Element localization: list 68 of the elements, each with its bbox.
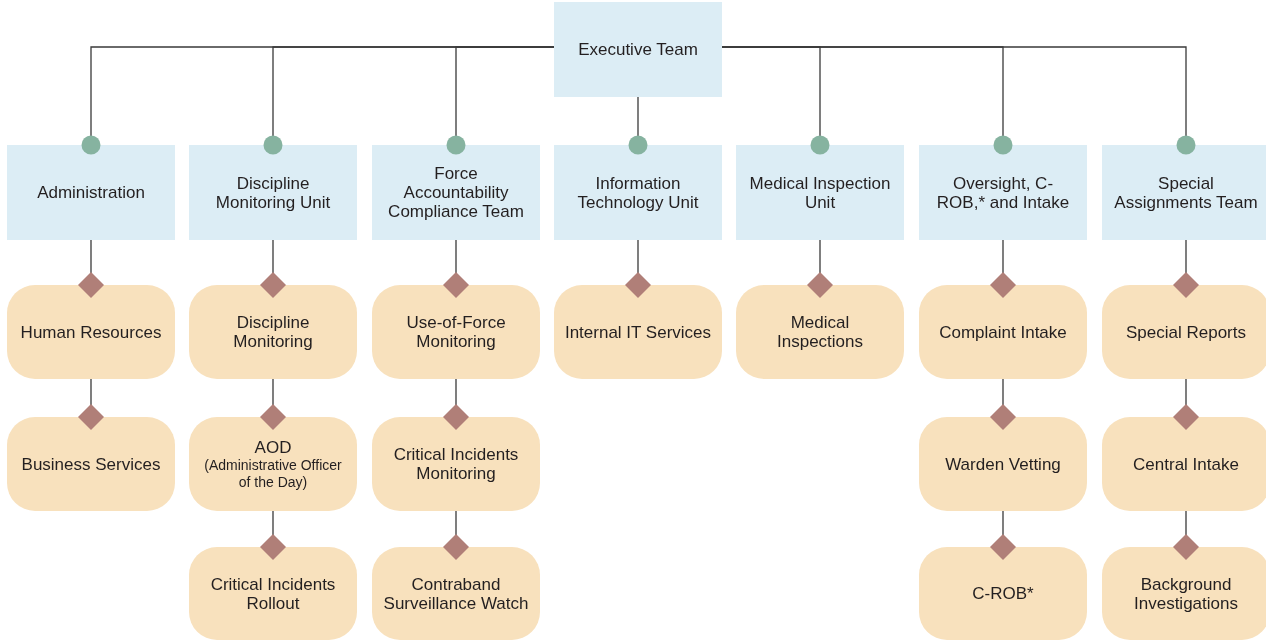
box-label: Information Technology Unit	[576, 173, 700, 212]
box-label: Medical Inspection Unit	[748, 173, 892, 212]
box-label: Contraband Surveillance Watch	[382, 574, 530, 613]
box-label: Central Intake	[1133, 454, 1239, 474]
box-label: Executive Team	[578, 40, 698, 59]
connector-line	[78, 239, 104, 298]
box-label: Critical Incidents Monitoring	[392, 445, 520, 483]
subunit-box	[554, 285, 722, 379]
unit-box	[919, 145, 1087, 240]
connector-line	[625, 239, 651, 298]
subunit-box	[372, 285, 540, 379]
connector-line	[260, 239, 286, 298]
subunit-box	[372, 417, 540, 511]
connector-line	[1173, 378, 1199, 430]
subunit-box	[189, 547, 357, 640]
subunit-box	[919, 285, 1087, 379]
connector-line	[1173, 239, 1199, 298]
subunit-box	[1102, 547, 1266, 640]
connector-line	[990, 510, 1016, 560]
box-label: AOD	[254, 437, 292, 457]
box-label: Administration	[37, 183, 145, 202]
connector-line	[260, 510, 286, 560]
box-label: Discipline Monitoring Unit	[214, 173, 332, 212]
unit-box	[554, 2, 722, 97]
connector-line	[628, 96, 648, 155]
connector-line	[260, 378, 286, 430]
box-label: Special Assignments Team	[1113, 173, 1259, 212]
connector-line	[807, 239, 833, 298]
box-label: Internal IT Services	[564, 322, 712, 342]
box-sublabel: (Administrative Officer of the Day)	[203, 456, 343, 491]
unit-box	[554, 145, 722, 240]
unit-box	[1102, 145, 1266, 240]
subunit-box	[736, 285, 904, 379]
subunit-box	[372, 547, 540, 640]
unit-box	[372, 145, 540, 240]
subunit-box	[919, 417, 1087, 511]
box-label: Human Resources	[20, 322, 162, 342]
connector-line	[443, 378, 469, 430]
box-label: Force Accountability Compliance Team	[387, 164, 525, 221]
unit-box	[7, 145, 175, 240]
box-label: Complaint Intake	[939, 322, 1067, 342]
box-label: Special Reports	[1126, 322, 1246, 342]
unit-box	[189, 145, 357, 240]
subunit-box	[1102, 417, 1266, 511]
subunit-box	[7, 417, 175, 511]
connector-line	[78, 378, 104, 430]
subunit-box	[7, 285, 175, 379]
box-label: Medical Inspections	[776, 313, 864, 351]
connector-line	[721, 46, 1196, 155]
connector-line	[446, 46, 555, 155]
box-label: Critical Incidents Rollout	[209, 574, 337, 613]
unit-box	[736, 145, 904, 240]
subunit-box	[189, 285, 357, 379]
subunit-box	[189, 417, 357, 511]
subunit-box	[1102, 285, 1266, 379]
box-label: Business Services	[21, 454, 161, 474]
connector-line	[443, 510, 469, 560]
subunit-box	[919, 547, 1087, 640]
box-label: Discipline Monitoring	[232, 313, 314, 351]
connector-line	[443, 239, 469, 298]
box-label: Use-of-Force Monitoring	[405, 313, 507, 351]
box-label: Warden Vetting	[945, 454, 1061, 474]
connector-line	[990, 378, 1016, 430]
connector-line	[990, 239, 1016, 298]
box-label: Oversight, C-ROB,* and Intake	[935, 173, 1071, 212]
box-label: Background Investigations	[1133, 574, 1239, 613]
connector-line	[1173, 510, 1199, 560]
box-label: C-ROB*	[972, 584, 1034, 603]
